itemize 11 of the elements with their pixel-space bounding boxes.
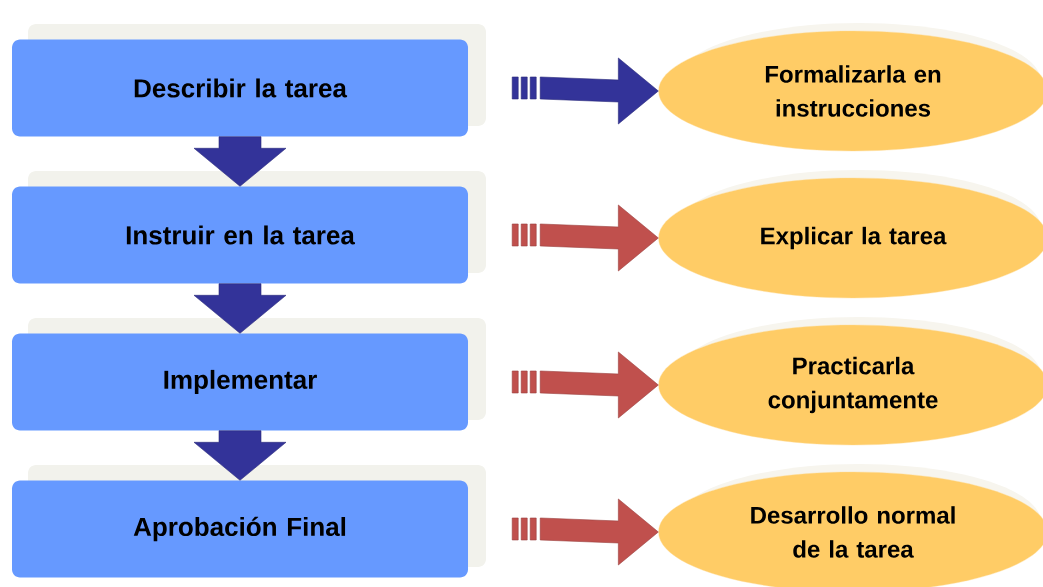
process-box: Aprobación Final <box>12 480 468 578</box>
block-arrow <box>193 283 287 334</box>
striped-arrow <box>511 498 659 566</box>
block-arrow <box>193 430 287 481</box>
striped-arrow <box>511 57 659 125</box>
process-box: Describir la tarea <box>12 39 468 137</box>
process-box: Instruir en la tarea <box>12 186 468 284</box>
striped-arrow <box>511 204 659 272</box>
striped-arrow <box>511 351 659 419</box>
block-arrow <box>193 136 287 187</box>
process-box: Implementar <box>12 333 468 431</box>
